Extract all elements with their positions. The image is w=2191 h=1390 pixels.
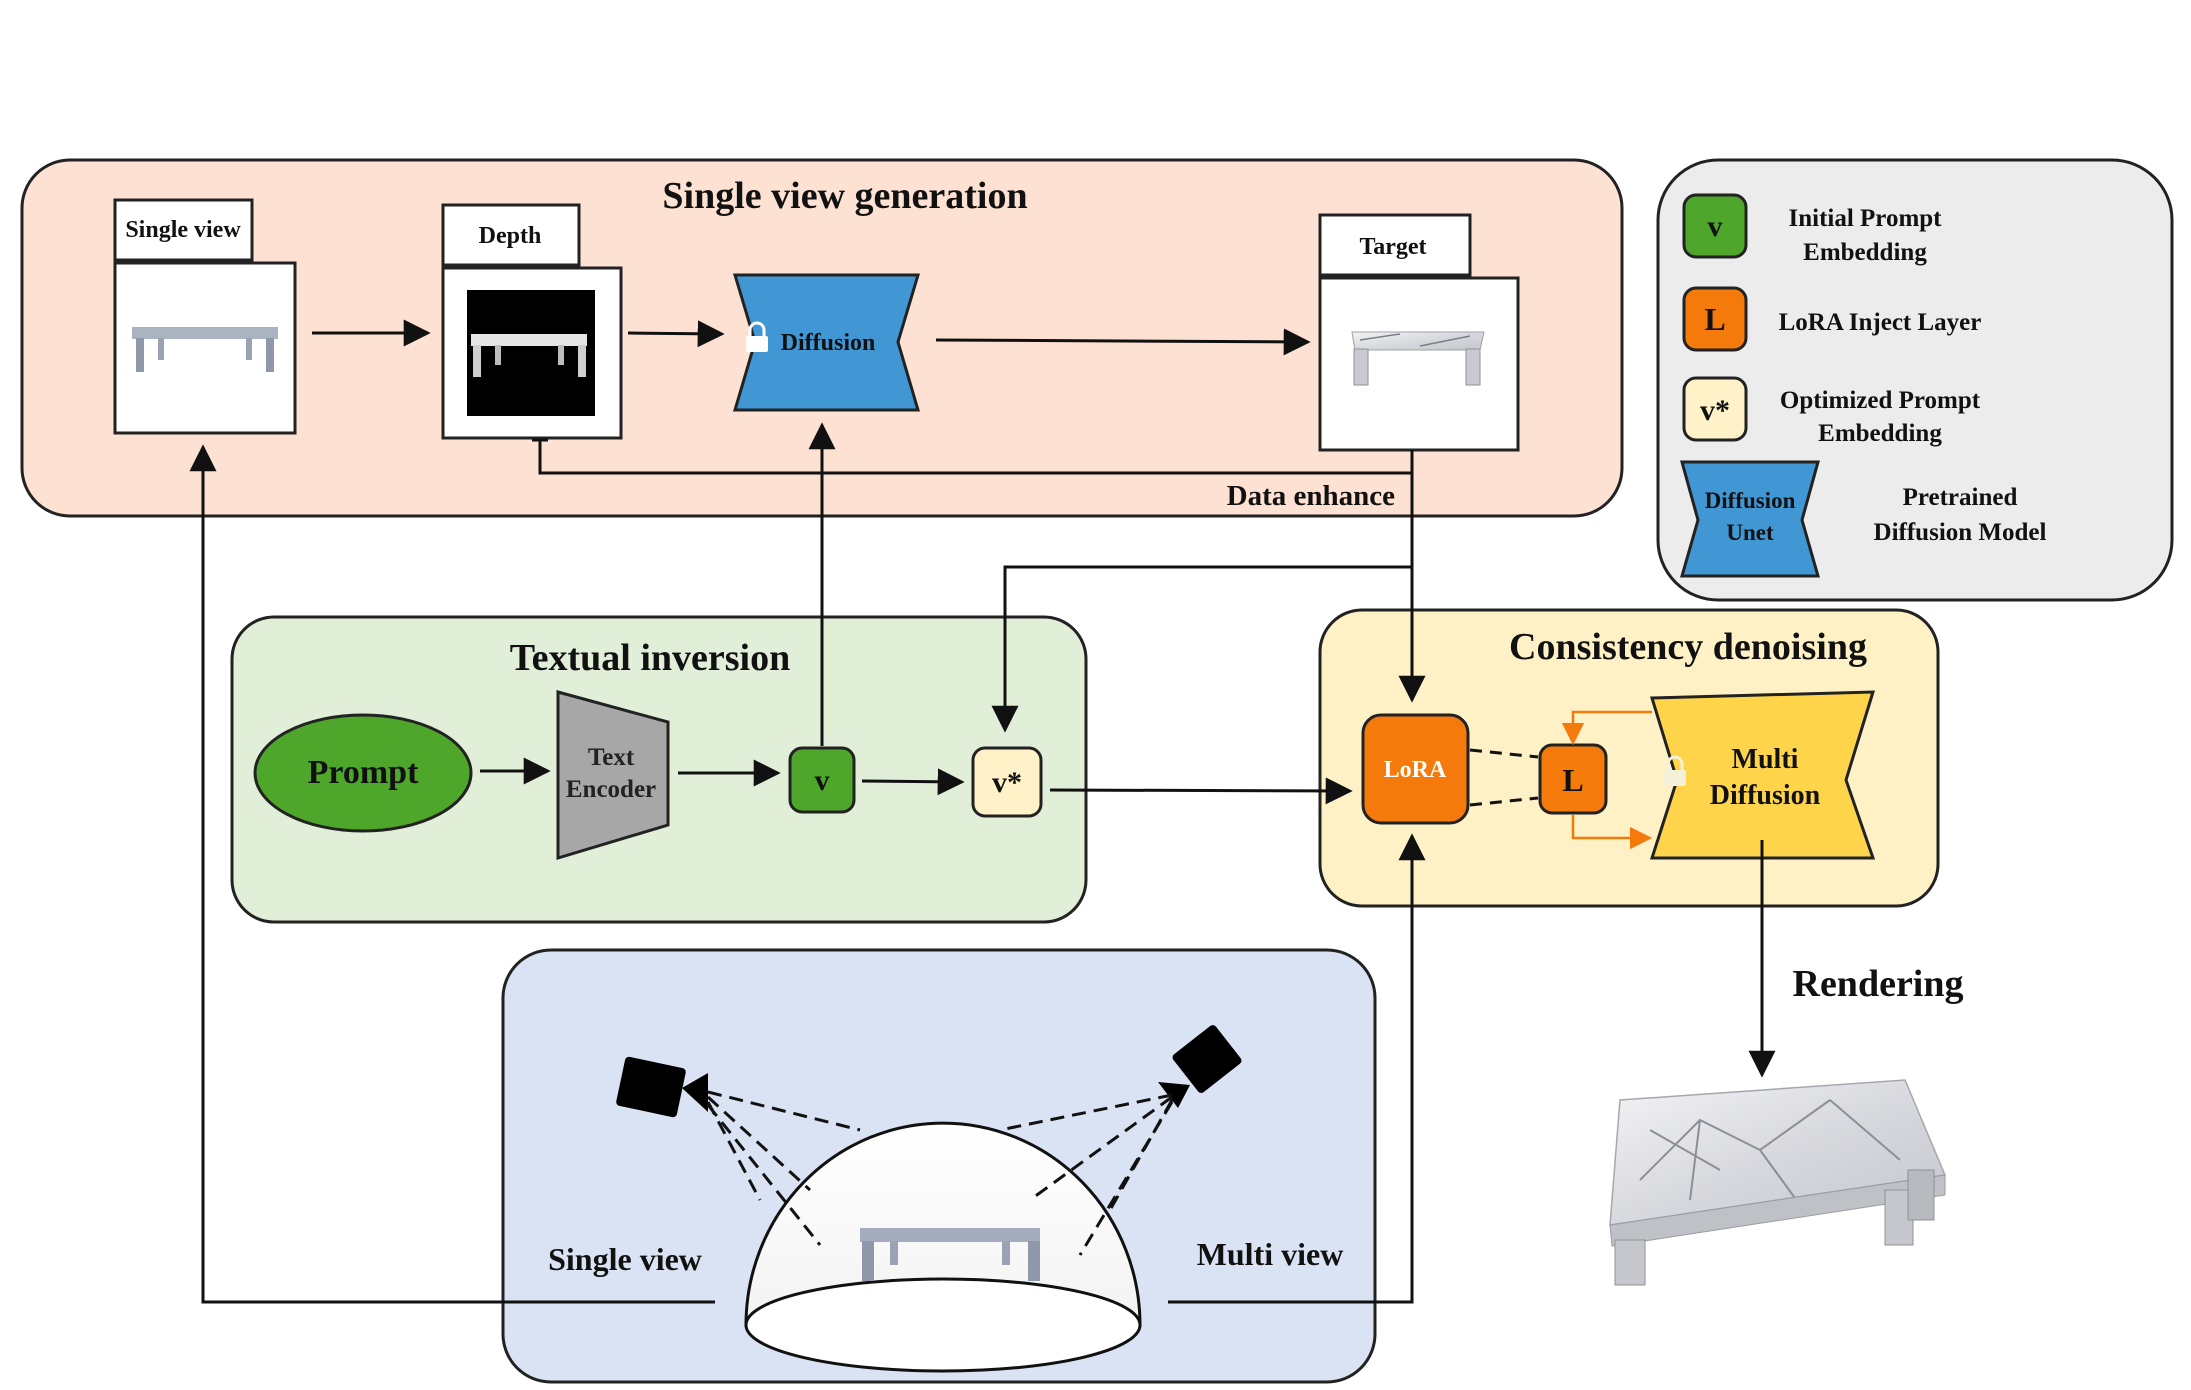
lora-inject-layer-l-label: L: [1562, 762, 1583, 798]
text-encoder-line1: Text: [588, 744, 635, 771]
legend-unet-text-2: Diffusion Model: [1874, 519, 2047, 546]
target-card: Target: [1318, 213, 1520, 452]
depth-card: Depth: [441, 203, 623, 440]
legend-vstar-symbol: v*: [1700, 394, 1730, 427]
gray-table-image: [132, 327, 278, 372]
single-view-card-label: Single view: [125, 217, 241, 243]
hemisphere: [744, 1121, 1142, 1373]
legend-v-symbol: v: [1708, 210, 1723, 243]
legend-unet-line1: Diffusion: [1705, 488, 1796, 513]
camera-views-panel: Single view Multi view: [501, 948, 1377, 1384]
camera-right-rays: [999, 1093, 1174, 1256]
textual-inversion-panel: Textual inversion Prompt Text Encoder v …: [230, 615, 1088, 924]
data-enhance-label: Data enhance: [1227, 480, 1395, 512]
prompt-label: Prompt: [308, 754, 419, 791]
lora-link-bottom: [1469, 796, 1539, 807]
legend-vstar: v* Optimized Prompt Embedding: [1682, 376, 1981, 447]
legend-v-text-1: Initial Prompt: [1788, 205, 1942, 232]
legend-panel: v Initial Prompt Embedding L LoRA Inject…: [1656, 158, 2174, 602]
consistency-denoising-title: Consistency denoising: [1509, 626, 1867, 668]
single-view-card: Single view: [113, 198, 297, 435]
camera-left-icon: [616, 1056, 708, 1118]
multi-diffusion-line2: Diffusion: [1710, 780, 1821, 811]
depth-card-label: Depth: [479, 223, 542, 249]
depth-map-image: [467, 290, 595, 416]
legend-l-text: LoRA Inject Layer: [1779, 309, 1982, 336]
initial-embedding-v-label: v: [815, 764, 830, 797]
legend-l: L LoRA Inject Layer: [1682, 286, 1982, 352]
legend-v: v Initial Prompt Embedding: [1682, 193, 1942, 266]
rendered-marble-table: [1609, 1079, 1947, 1286]
multi-diffusion-lock-icon: [1664, 755, 1686, 786]
initial-embedding-v: [788, 746, 856, 814]
connector-arrows: [189, 319, 1776, 1304]
lora-label: LoRA: [1384, 757, 1447, 783]
single-view-label: Single view: [548, 1241, 702, 1277]
lock-icon: [746, 321, 768, 352]
rendering-label: Rendering: [1793, 963, 1964, 1005]
diffusion-label: Diffusion: [781, 330, 876, 356]
diffusion-unet-block: Diffusion: [732, 273, 921, 412]
single-view-generation-panel: Single view generation Single view Depth: [20, 158, 1624, 518]
multi-view-label: Multi view: [1197, 1236, 1344, 1272]
legend-vstar-text-1: Optimized Prompt: [1780, 387, 1981, 414]
single-view-generation-title: Single view generation: [662, 175, 1027, 217]
optimized-embedding-vstar: [971, 746, 1043, 818]
orange-arrow-in: [1561, 710, 1652, 746]
legend-v-text-2: Embedding: [1803, 239, 1927, 266]
small-gray-table: [860, 1228, 1040, 1281]
legend-vstar-text-2: Embedding: [1818, 420, 1942, 447]
optimized-embedding-vstar-label: v*: [992, 766, 1022, 799]
text-encoder-block: [556, 690, 670, 861]
lora-block: [1361, 713, 1470, 825]
textual-inversion-title: Textual inversion: [510, 637, 790, 679]
camera-right-icon: [1158, 1025, 1242, 1108]
target-card-label: Target: [1359, 234, 1426, 260]
multi-diffusion-line1: Multi: [1732, 744, 1799, 775]
legend-l-symbol: L: [1704, 301, 1725, 337]
legend-unet-line2: Unet: [1726, 520, 1774, 545]
legend-unet-text-1: Pretrained: [1903, 484, 2018, 511]
camera-left-rays: [706, 1090, 861, 1246]
text-encoder-line2: Encoder: [566, 776, 656, 803]
lora-link-top: [1469, 748, 1539, 759]
legend-unet: Diffusion Unet Pretrained Diffusion Mode…: [1680, 460, 2047, 578]
prompt-ellipse: [253, 713, 473, 833]
marble-table-image: [1351, 331, 1485, 386]
orange-arrow-out: [1571, 815, 1653, 850]
consistency-denoising-panel: Consistency denoising LoRA L Multi Diffu…: [1318, 608, 1940, 908]
